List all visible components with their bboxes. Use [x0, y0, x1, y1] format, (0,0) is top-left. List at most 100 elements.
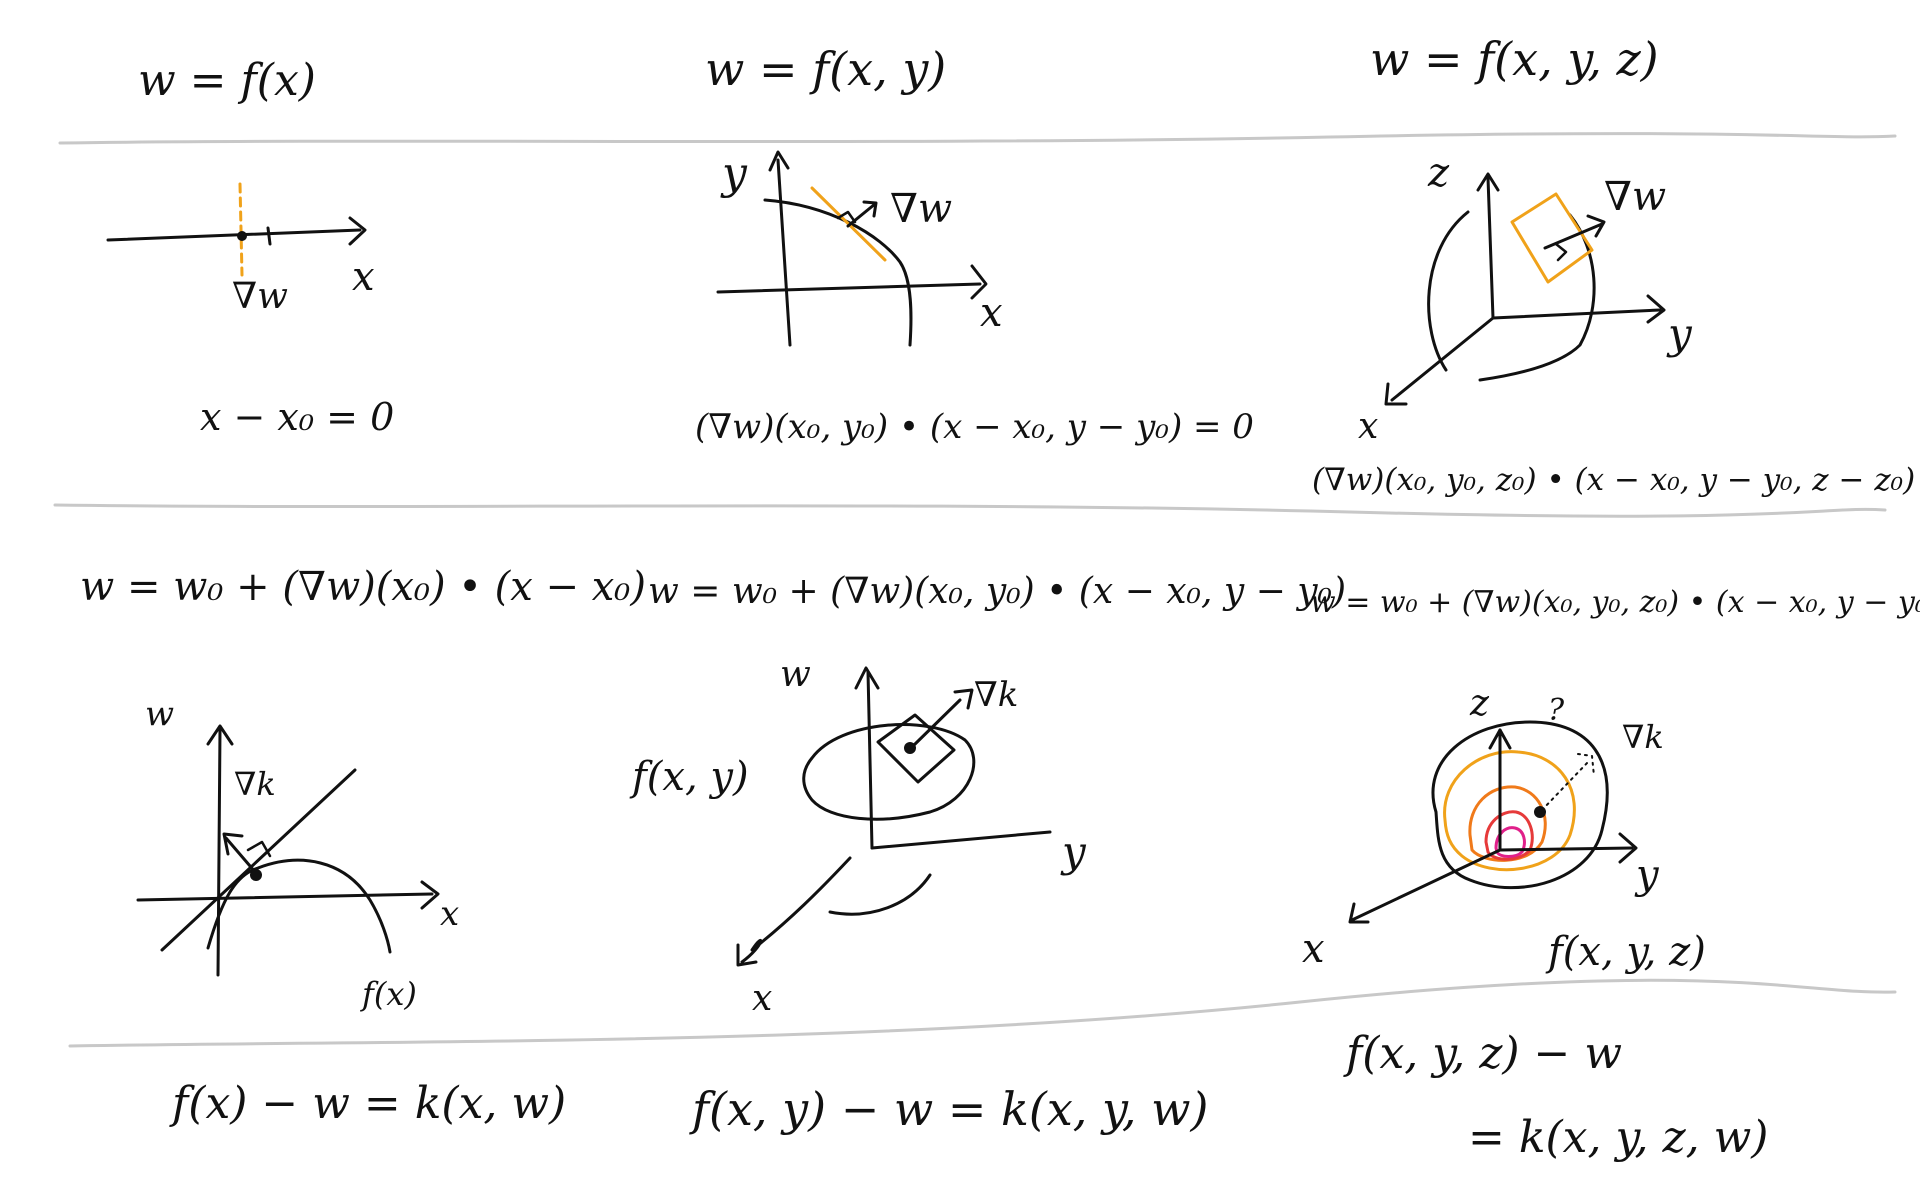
x-axis-arrowhead-nested — [1348, 902, 1370, 924]
y-axis-line-nested — [1498, 846, 1634, 852]
y-axis-label-2d: y — [720, 148, 748, 199]
x-axis-label-graph: x — [440, 894, 459, 934]
x-axis-arrowhead — [348, 216, 367, 246]
y-axis-label-3d: y — [1666, 309, 1693, 358]
heading-two-var: w = f(x, y) — [705, 42, 946, 96]
grad-k-label-graph: ∇k — [234, 765, 276, 803]
right-angle-mark-graph — [246, 840, 272, 858]
tangent-plane — [1510, 192, 1594, 284]
x-axis-arrowhead-3d — [1384, 382, 1408, 406]
linearization-single-var: w = w₀ + (∇w)(x₀) • (x − x₀) — [80, 564, 646, 610]
grad-k-label-surface: ∇k — [974, 675, 1018, 715]
y-axis-arrowhead-nested — [1618, 832, 1638, 864]
right-angle-mark-3d — [1554, 242, 1568, 262]
function-curve — [206, 858, 392, 954]
x-axis-arrowhead-2d — [970, 264, 988, 300]
w-axis-label-surface: w — [780, 654, 811, 695]
grad-label: ∇w — [232, 276, 288, 317]
implicit-three-var-line2: = k(x, y, z, w) — [1468, 1112, 1768, 1163]
heading-three-var: w = f(x, y, z) — [1370, 32, 1659, 86]
level-curve — [763, 198, 913, 347]
tangent-plane-surface — [876, 713, 956, 784]
x-axis-arrowhead-surface — [736, 943, 758, 967]
z-axis-arrowhead — [1476, 172, 1500, 192]
surface-outline — [802, 723, 976, 821]
tick-mark — [266, 226, 272, 246]
grad-label-2d: ∇w — [890, 186, 952, 232]
x-axis-line-nested — [1350, 848, 1502, 922]
tangent-dashed-line — [238, 182, 244, 277]
surface-right-edge — [1478, 213, 1596, 382]
level-surface-pink — [1494, 826, 1526, 858]
question-mark: ? — [1548, 693, 1565, 728]
z-axis-line — [1486, 176, 1495, 320]
graph-tangent-diagram — [136, 724, 440, 977]
y-axis-line — [776, 158, 792, 347]
nested-level-surfaces-diagram — [1348, 720, 1638, 924]
level-surface-orange — [1443, 750, 1576, 872]
equation-single-var: x − x₀ = 0 — [200, 395, 394, 439]
equation-three-var: (∇w)(x₀, y₀, z₀) • (x − x₀, y − y₀, z − … — [1312, 462, 1920, 498]
level-surface-outer — [1431, 720, 1609, 890]
y-axis-line-3d — [1491, 308, 1662, 320]
divider-3 — [68, 978, 1897, 1048]
gradient-arrow-3d — [1543, 214, 1606, 250]
dotted-normal-guess — [1541, 753, 1595, 811]
w-axis-line-surface — [866, 670, 874, 850]
x-axis-label: x — [352, 254, 375, 300]
w-axis-label-graph: w — [145, 694, 174, 734]
x-axis-label-3d: x — [1358, 406, 1378, 447]
tangent-line-graph — [160, 768, 357, 952]
point-x0 — [237, 231, 247, 241]
z-axis-arrowhead-nested — [1488, 728, 1512, 750]
x-axis-label-surface: x — [752, 978, 772, 1019]
y-axis-label-surface: y — [1060, 827, 1087, 876]
linearization-three-var: w = w₀ + (∇w)(x₀, y₀, z₀) • (x − x₀, y −… — [1310, 585, 1920, 620]
row-dividers — [53, 132, 1897, 1048]
surface-lower-curve — [828, 873, 932, 916]
y-axis-arrowhead-3d — [1646, 294, 1666, 324]
z-axis-label-3d: z — [1427, 150, 1450, 196]
implicit-three-var-line1: f(x, y, z) − w — [1343, 1028, 1622, 1079]
curve-label-graph: f(x) — [360, 975, 417, 1013]
surface-tangent-diagram — [736, 666, 1052, 967]
normal-arrow-surface — [910, 688, 974, 749]
x-axis-line-2d — [716, 282, 982, 294]
w-axis-arrowhead-surface — [854, 666, 880, 690]
x-axis-line-graph — [136, 892, 434, 902]
z-axis-label-nested: z — [1469, 683, 1490, 724]
w-axis-line — [216, 728, 222, 977]
tangency-point — [250, 869, 262, 881]
x-axis-line-3d — [1390, 316, 1495, 402]
right-angle-mark — [836, 210, 857, 224]
y-axis-arrowhead — [768, 150, 790, 172]
y-axis-line-surface — [870, 830, 1052, 850]
equation-two-var: (∇w)(x₀, y₀) • (x − x₀, y − y₀) = 0 — [695, 407, 1254, 447]
surface-label: f(x, y) — [629, 754, 749, 800]
heading-single-var: w = f(x) — [138, 55, 316, 106]
linearization-two-var: w = w₀ + (∇w)(x₀, y₀) • (x − x₀, y − y₀) — [648, 571, 1346, 612]
implicit-single-var: f(x) − w = k(x, w) — [169, 1078, 566, 1129]
x-axis-line — [106, 228, 362, 242]
y-axis-label-nested: y — [1634, 852, 1660, 898]
divider-2 — [53, 503, 1887, 518]
tangency-point-surface — [904, 742, 916, 754]
level-surface-red — [1484, 810, 1534, 861]
w-axis-arrowhead — [206, 724, 234, 746]
grad-label-3d: ∇w — [1604, 174, 1666, 220]
volume-label: f(x, y, z) — [1545, 929, 1706, 975]
point-on-surface — [1534, 806, 1546, 818]
level-surface-diagram — [1384, 172, 1666, 406]
surface-left-edge — [1427, 210, 1470, 372]
x-axis-arrowhead-graph — [420, 880, 440, 910]
x-axis-label-2d: x — [980, 290, 1003, 336]
gradient-arrow-2d — [846, 200, 878, 228]
x-axis-label-nested: x — [1302, 926, 1325, 972]
normal-arrow — [222, 832, 258, 875]
grad-k-label-nested: ∇k — [1622, 718, 1664, 756]
level-curve-diagram — [716, 150, 988, 347]
x-axis-line-surface — [740, 856, 852, 964]
divider-1 — [58, 132, 1897, 145]
number-line-diagram — [106, 182, 367, 277]
